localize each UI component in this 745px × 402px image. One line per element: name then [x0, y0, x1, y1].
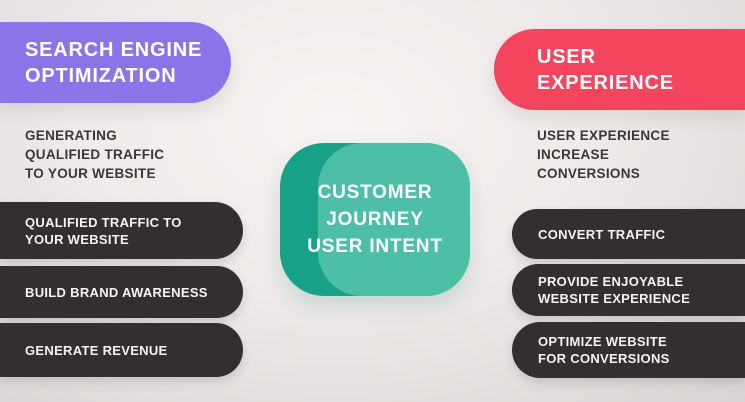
ux-pill-optimize-website: OPTIMIZE WEBSITE FOR CONVERSIONS [512, 322, 745, 378]
customer-journey-badge: CUSTOMER JOURNEY USER INTENT [280, 143, 470, 296]
customer-journey-badge-label: CUSTOMER JOURNEY USER INTENT [307, 182, 443, 257]
seo-header-banner: SEARCH ENGINE OPTIMIZATION [0, 22, 231, 103]
customer-journey-badge-highlight [318, 143, 470, 296]
seo-pill-generate-revenue-label: GENERATE REVENUE [25, 342, 168, 358]
seo-pill-qualified-traffic-label: QUALIFIED TRAFFIC TO YOUR WEBSITE [25, 214, 182, 247]
ux-intro-text: USER EXPERIENCE INCREASE CONVERSIONS [537, 128, 670, 181]
ux-header-label: USER EXPERIENCE [537, 45, 674, 94]
ux-pill-convert-traffic-label: CONVERT TRAFFIC [538, 226, 666, 242]
ux-pill-enjoyable-experience-label: PROVIDE ENJOYABLE WEBSITE EXPERIENCE [538, 274, 691, 306]
seo-pill-brand-awareness: BUILD BRAND AWARENESS [0, 266, 243, 318]
seo-pill-brand-awareness-label: BUILD BRAND AWARENESS [25, 284, 208, 300]
ux-header-banner: USER EXPERIENCE [494, 29, 745, 110]
seo-pill-generate-revenue: GENERATE REVENUE [0, 323, 243, 377]
seo-intro-text: GENERATING QUALIFIED TRAFFIC TO YOUR WEB… [25, 128, 165, 181]
ux-pill-enjoyable-experience: PROVIDE ENJOYABLE WEBSITE EXPERIENCE [512, 264, 745, 316]
seo-pill-qualified-traffic: QUALIFIED TRAFFIC TO YOUR WEBSITE [0, 202, 243, 259]
ux-pill-convert-traffic: CONVERT TRAFFIC [512, 209, 745, 259]
seo-header-label: SEARCH ENGINE OPTIMIZATION [25, 38, 203, 87]
ux-pill-optimize-website-label: OPTIMIZE WEBSITE FOR CONVERSIONS [538, 334, 670, 366]
